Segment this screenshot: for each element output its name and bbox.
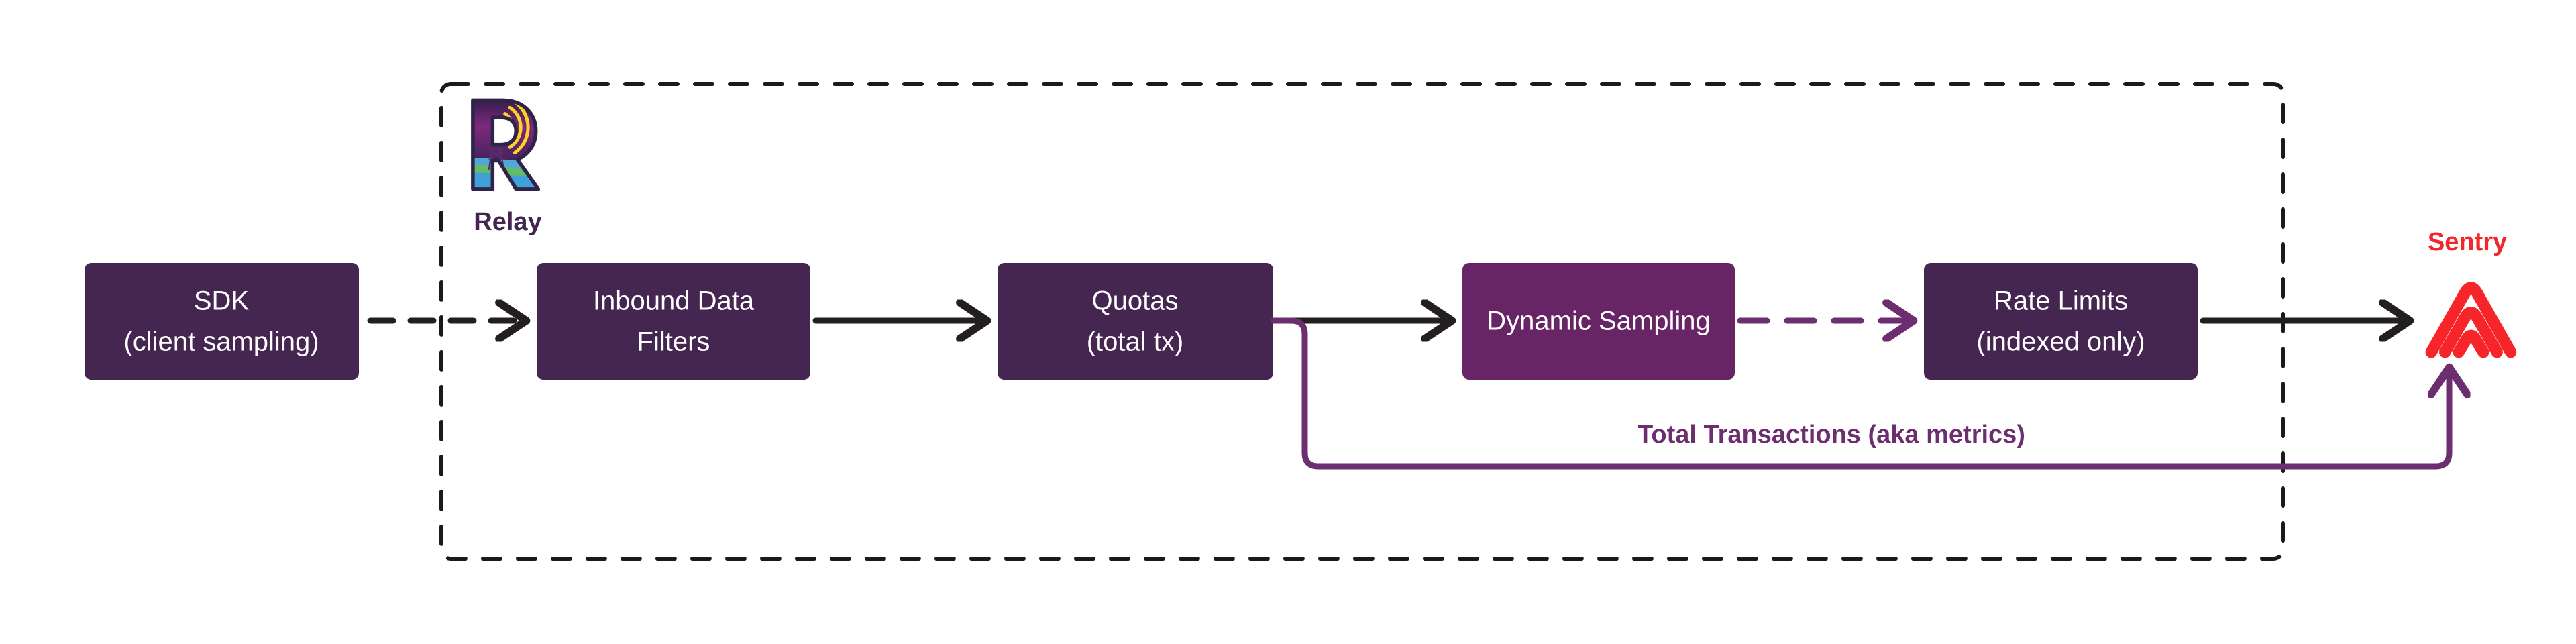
node-dynamic-sampling[interactable]: Dynamic Sampling	[1462, 263, 1735, 380]
node-rate-limits-line1: Rate Limits	[1994, 286, 2128, 316]
relay-logo-icon	[471, 98, 541, 191]
node-inbound-data-filters-line1: Inbound Data	[593, 286, 755, 316]
edge-quotas-metrics-to-sentry	[1270, 317, 2449, 470]
relay-boundary-label: Relay	[474, 208, 541, 236]
node-quotas-line2: (total tx)	[1087, 327, 1183, 357]
node-quotas-line1: Quotas	[1092, 286, 1179, 316]
node-inbound-data-filters[interactable]: Inbound Data Filters	[537, 263, 810, 380]
sentry-arch-logo-icon	[2425, 282, 2517, 358]
node-inbound-data-filters-line2: Filters	[637, 327, 710, 357]
node-rate-limits[interactable]: Rate Limits (indexed only)	[1924, 263, 2198, 380]
node-quotas[interactable]: Quotas (total tx)	[998, 263, 1273, 380]
metrics-flow-label: Total Transactions (aka metrics)	[1638, 421, 2025, 449]
node-dynamic-sampling-line1: Dynamic Sampling	[1487, 307, 1710, 336]
node-sdk-line2: (client sampling)	[123, 327, 319, 357]
node-sdk-line1: SDK	[194, 286, 250, 316]
node-rate-limits-line2: (indexed only)	[1976, 327, 2145, 357]
node-sdk[interactable]: SDK (client sampling)	[85, 263, 359, 380]
sentry-label: Sentry	[2428, 228, 2507, 256]
